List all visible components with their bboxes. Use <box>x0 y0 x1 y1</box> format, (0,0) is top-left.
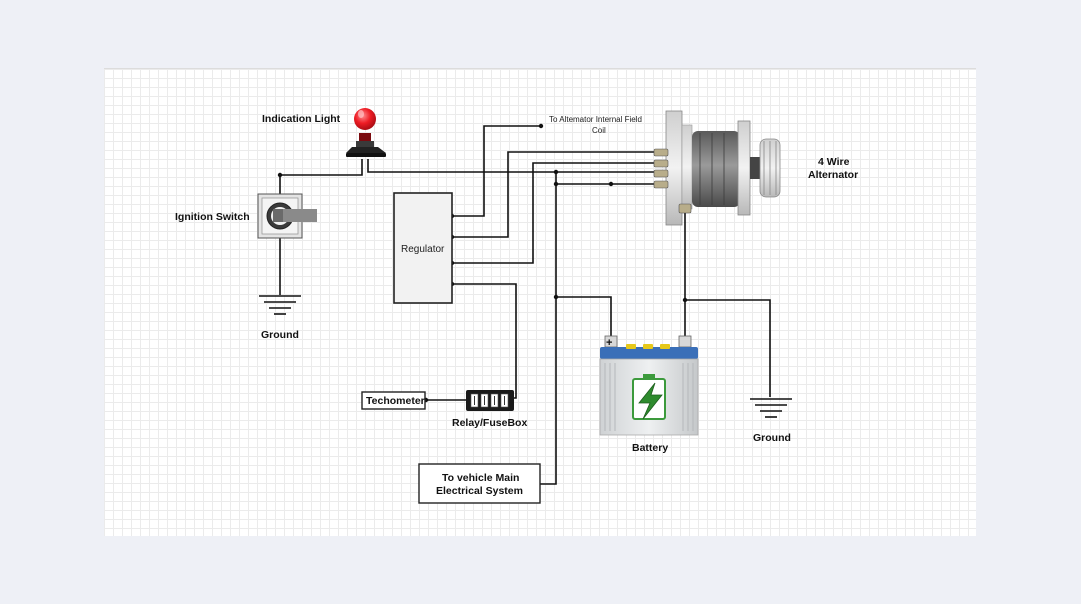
main-system-label-line1: To vehicle Main <box>442 472 519 484</box>
regulator-label: Regulator <box>401 244 445 255</box>
wire-regulator-to-relay <box>452 283 517 399</box>
wire-main-system-bus <box>540 172 557 485</box>
battery-plus-label: + <box>606 337 612 349</box>
alternator-label-line2: Alternator <box>808 169 858 181</box>
alternator-icon <box>653 110 781 226</box>
ignition-switch-label: Ignition Switch <box>175 211 250 223</box>
indication-light-label: Indication Light <box>262 113 341 125</box>
wire-light-to-switch <box>279 159 363 194</box>
wire-negative-to-ground <box>685 299 771 397</box>
wire-light-to-alternator <box>367 159 662 173</box>
ground-right-icon <box>750 398 792 418</box>
relay-fusebox-icon <box>466 390 514 411</box>
wire-regulator-to-alternator-2 <box>452 162 662 264</box>
battery-label: Battery <box>632 442 668 454</box>
alternator-label-line1: 4 Wire <box>818 156 850 168</box>
wiring-diagram: Indication Light Ignition Switch Ground <box>175 108 858 504</box>
relay-fusebox-label: Relay/FuseBox <box>452 417 527 429</box>
ground-left-label: Ground <box>261 329 299 341</box>
indication-light-icon <box>346 108 386 157</box>
main-system-box <box>418 463 541 504</box>
wires <box>277 123 771 485</box>
techometer-box <box>361 391 426 410</box>
techometer-label: Techometer <box>366 395 425 407</box>
wire-regulator-to-field-coil <box>452 125 541 217</box>
regulator-box <box>393 192 453 304</box>
field-coil-label-line2: Coil <box>592 126 606 135</box>
main-system-label-line2: Electrical System <box>436 485 523 497</box>
battery-icon <box>599 335 699 436</box>
ground-left-icon <box>259 295 301 315</box>
wire-bus-to-battery-plus <box>556 296 612 336</box>
field-coil-label-line1: To Altemator Internal Field <box>549 115 642 124</box>
diagram-canvas: Indication Light Ignition Switch Ground <box>104 68 976 536</box>
ignition-switch-icon <box>257 193 317 239</box>
ground-right-label: Ground <box>753 432 791 444</box>
wire-regulator-to-alternator-1 <box>452 151 662 238</box>
